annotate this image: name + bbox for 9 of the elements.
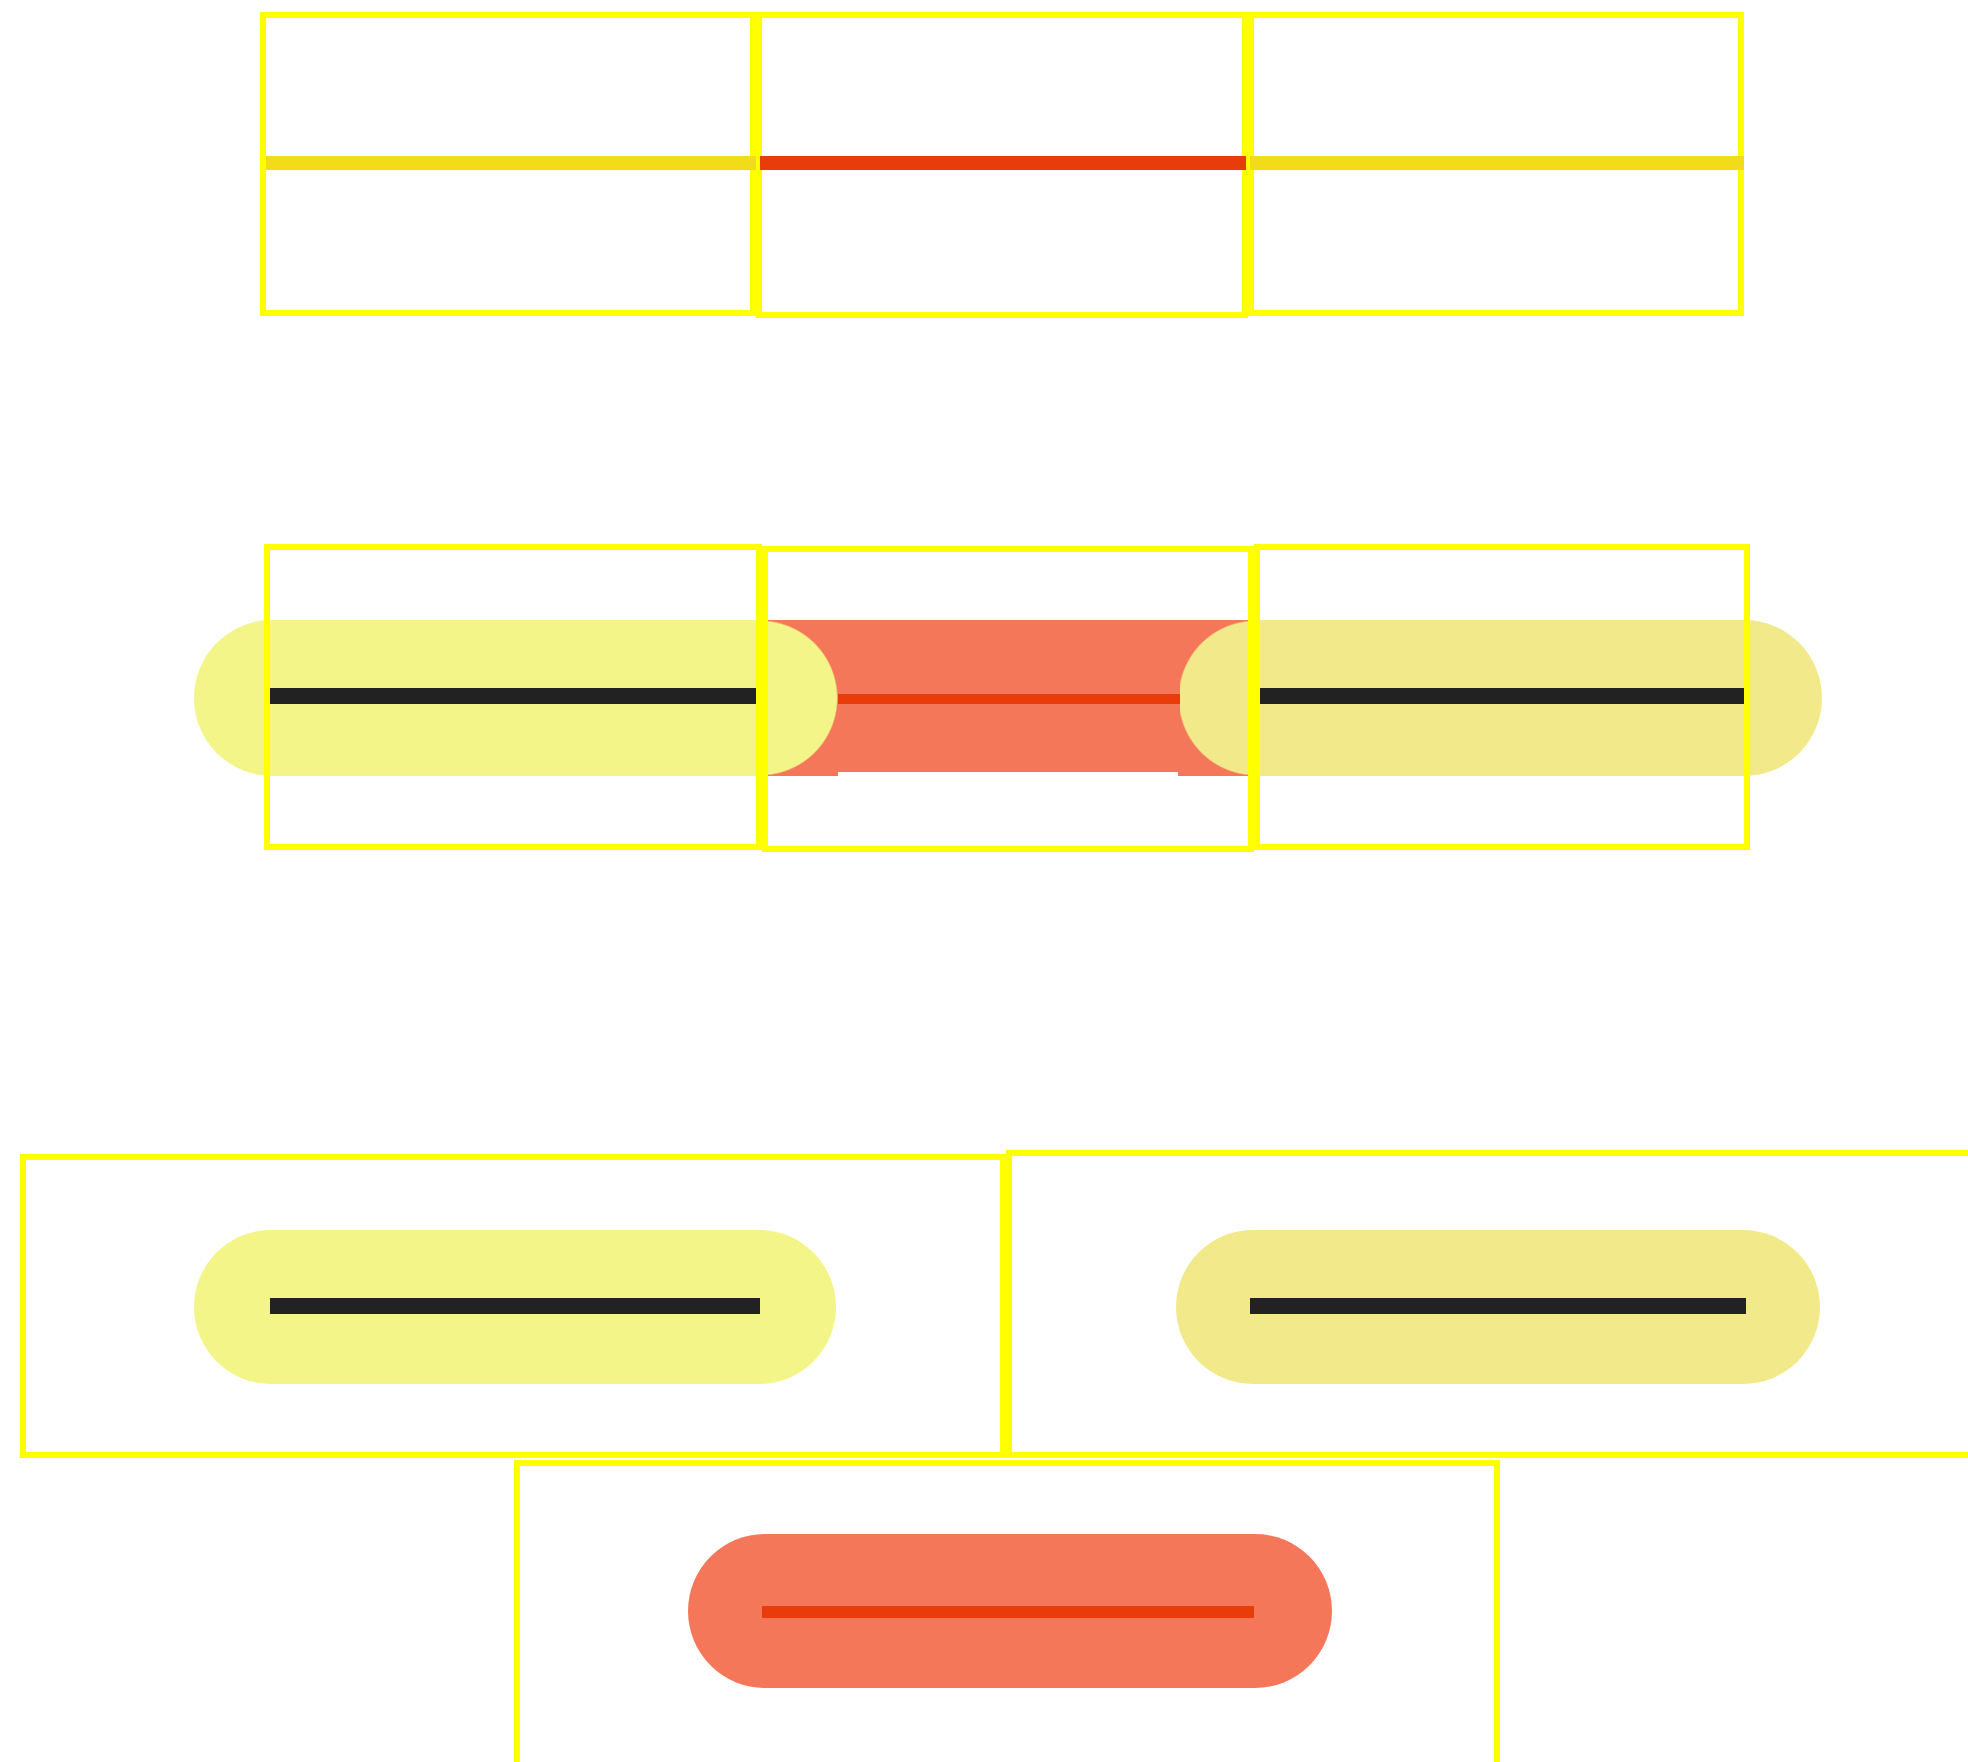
outline-box: [1254, 544, 1750, 850]
outline-box: [514, 1460, 1500, 1762]
outline-box: [1006, 1150, 1968, 1458]
outline-box: [762, 546, 1254, 852]
outline-box: [1248, 12, 1744, 316]
outline-box: [20, 1154, 1006, 1458]
outline-box: [264, 544, 762, 850]
outline-box: [260, 12, 756, 316]
outline-box: [756, 12, 1248, 318]
